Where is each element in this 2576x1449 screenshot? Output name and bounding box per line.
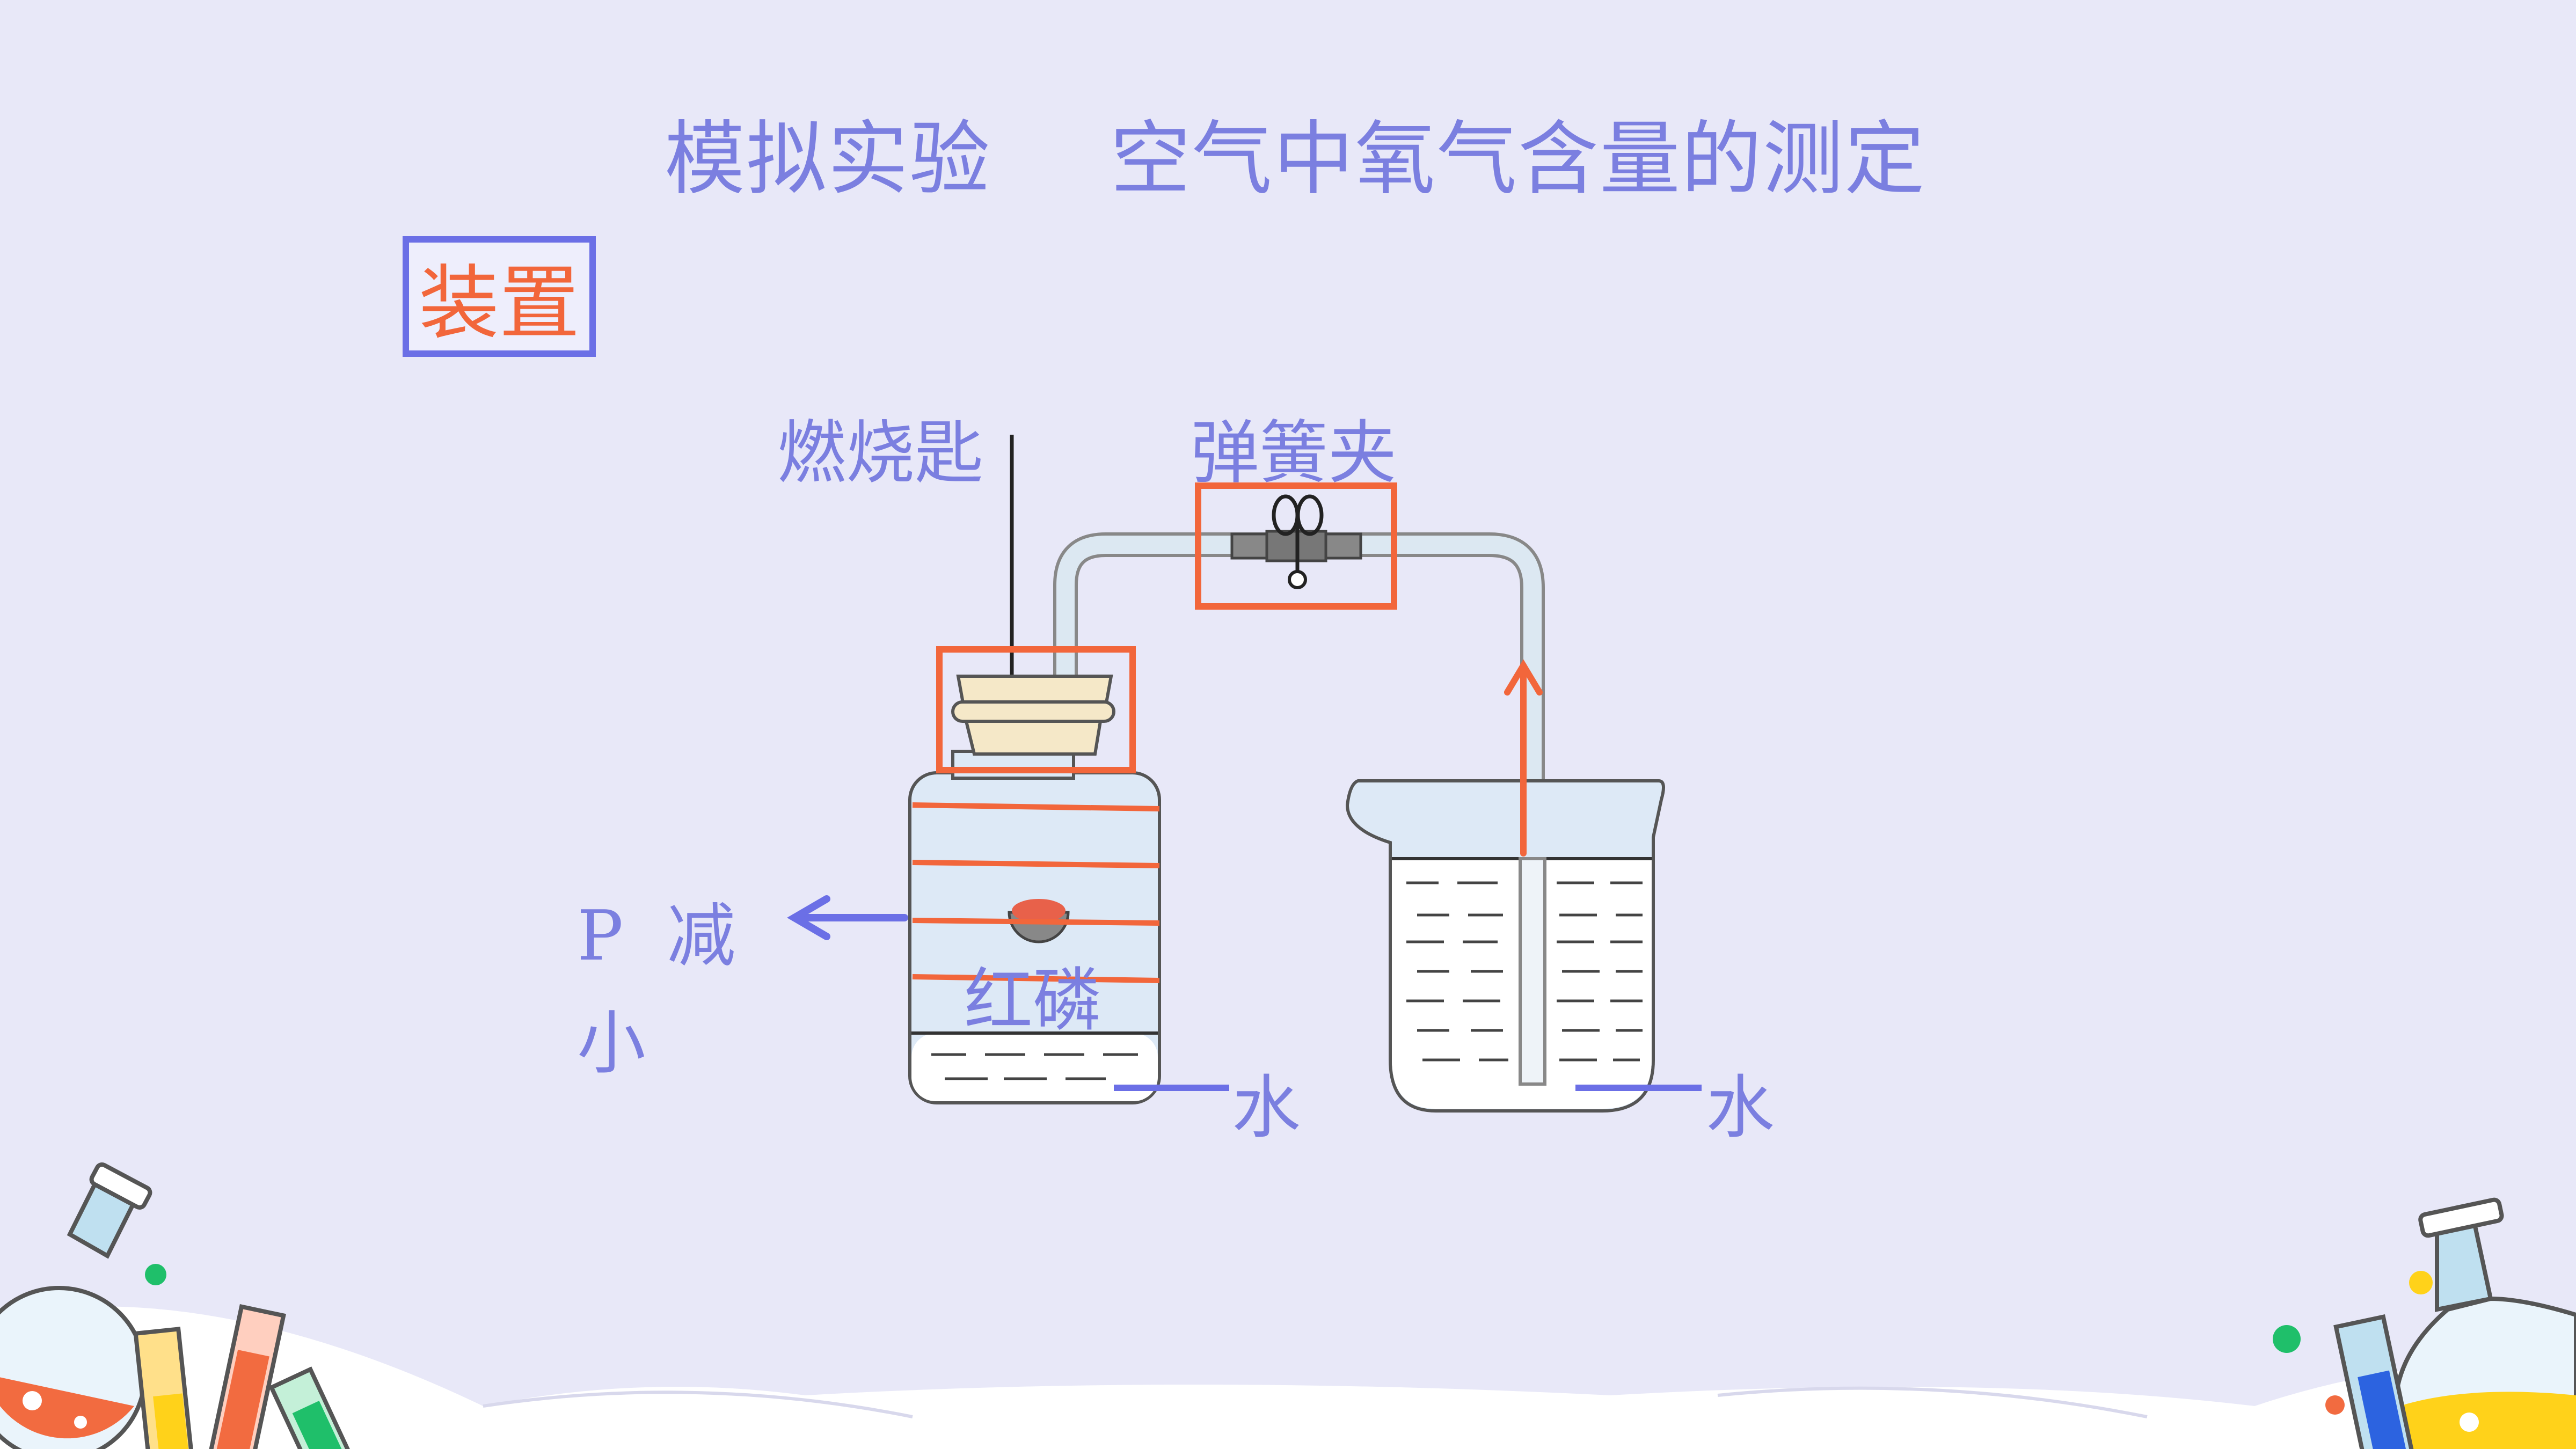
label-water-left: 水 (1232, 1068, 1301, 1148)
title-part1: 模拟实验 (665, 113, 991, 206)
rubber-stopper (951, 675, 1115, 756)
glass-tube (1053, 532, 1545, 1084)
title-part2: 空气中氧气含量的测定 (1110, 113, 1926, 206)
bottom-wave-decoration (0, 1306, 2576, 1449)
label-pressure-line2: 小 (577, 1004, 646, 1084)
section-label-box: 装置 (403, 236, 596, 357)
label-water-right: 水 (1706, 1068, 1775, 1148)
label-red-phosphorus: 红磷 (964, 961, 1102, 1041)
label-pressure-line1: P 减 (577, 896, 736, 976)
section-label: 装置 (418, 257, 580, 350)
pressure-arrow (787, 895, 908, 940)
stopper-highlight-box (936, 646, 1136, 773)
label-combustion-spoon: 燃烧匙 (777, 413, 984, 493)
label-spring-clamp: 弹簧夹 (1191, 413, 1397, 493)
flask-decoration-right (2273, 1197, 2576, 1449)
water-rise-arrow (1504, 659, 1543, 857)
oxygen-level-lines (912, 802, 1160, 983)
clamp-highlight-box (1195, 482, 1397, 610)
flask-decoration-left (0, 1162, 359, 1449)
beaker (1345, 779, 1665, 1113)
spring-clamp (1230, 494, 1362, 589)
red-phosphorus (1012, 899, 1066, 923)
